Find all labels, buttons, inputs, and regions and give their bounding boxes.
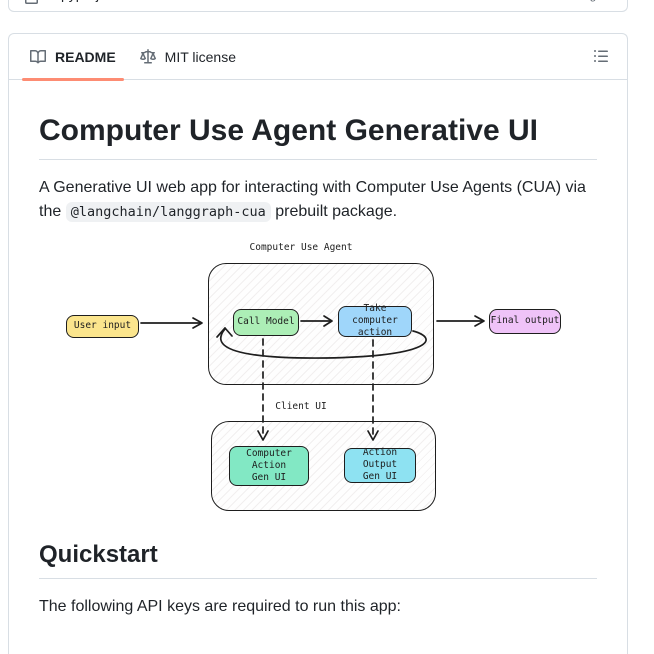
agent-frame: [208, 262, 434, 385]
law-icon: [139, 48, 156, 65]
tab-readme[interactable]: README: [22, 34, 124, 81]
file-row-updated: ago: [583, 0, 603, 4]
arrow-loop-back: [219, 327, 427, 359]
readme-title: Computer Use Agent Generative UI: [39, 112, 597, 160]
client-frame-label: Client UI: [275, 400, 327, 412]
intro-line2-before: the: [39, 202, 66, 220]
node-computer-action-gen-ui: Computer Action Gen UI: [229, 445, 309, 486]
package-code-span: @langchain/langgraph-cua: [65, 201, 271, 222]
node-final-output: Final output: [489, 308, 561, 334]
diagram-arrows: [140, 314, 485, 441]
file-row-name[interactable]: pyproject.toml: [61, 0, 148, 4]
node-take-computer-action: Take computer action: [338, 303, 412, 338]
quickstart-text: The following API keys are required to r…: [39, 597, 401, 615]
file-icon: [23, 0, 39, 5]
architecture-diagram: Computer Use Agent Client UI: [41, 240, 601, 516]
intro-paragraph: A Generative UI web app for interacting …: [39, 176, 597, 224]
book-icon: [30, 48, 46, 65]
node-action-output-gen-ui: Action Output Gen UI: [344, 447, 416, 483]
readme-body: Computer Use Agent Generative UI A Gener…: [9, 80, 627, 619]
outline-button[interactable]: [585, 41, 617, 73]
tab-mit-license-label: MIT license: [164, 48, 236, 65]
intro-line2-after: prebuilt package.: [270, 202, 398, 220]
agent-frame-label: Computer Use Agent: [249, 241, 353, 253]
readme-tab-header: README MIT license: [9, 34, 627, 81]
tab-mit-license[interactable]: MIT license: [132, 34, 244, 79]
file-list-card: pyproject.toml ago: [8, 0, 628, 12]
readme-card: README MIT license Computer Use Agent Ge…: [8, 33, 628, 654]
node-call-model: Call Model: [233, 308, 299, 336]
list-unordered-icon: [593, 48, 609, 66]
tab-readme-label: README: [55, 48, 116, 65]
quickstart-heading: Quickstart: [39, 540, 597, 579]
intro-line1: A Generative UI web app for interacting …: [39, 178, 586, 196]
node-user-input: User input: [66, 314, 139, 338]
